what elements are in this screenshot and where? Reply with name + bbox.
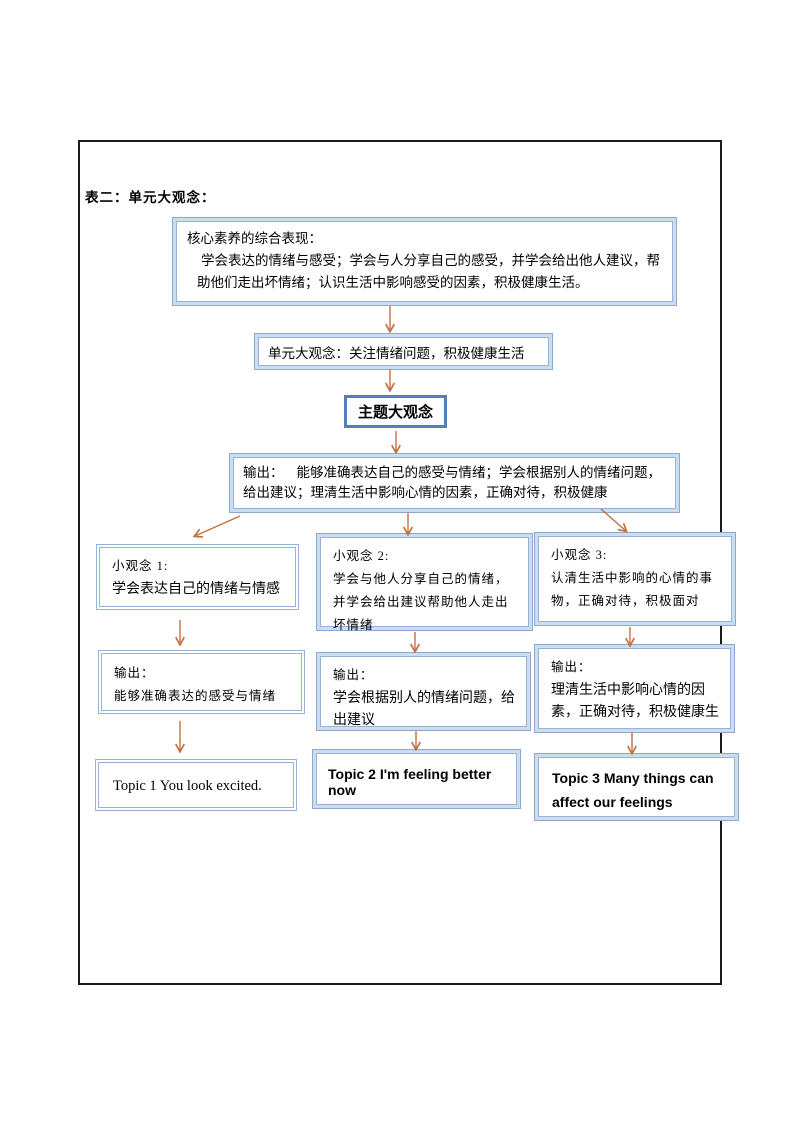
theme-big-idea-text: 主题大观念 (357, 404, 433, 421)
output-2-text: 学会根据别人的情绪问题，给出建议 (333, 689, 515, 727)
sub-idea-1-label: 小观念 1: (112, 559, 169, 573)
theme-big-idea-box: 主题大观念 (344, 395, 447, 428)
output-2-box: 输出： 学会根据别人的情绪问题，给出建议 (320, 656, 527, 727)
output-3-box: 输出： 理清生活中影响心情的因素，正确对待，积极健康生 (538, 648, 731, 729)
sub-idea-3-box: 小观念 3: 认清生活中影响的心情的事物，正确对待，积极面对 (538, 536, 732, 622)
core-competency-title: 核心素养的综合表现： (187, 231, 322, 246)
topic-1-text: Topic 1 You look excited. (113, 778, 262, 794)
sub-idea-1-box: 小观念 1: 学会表达自己的情绪与情感 (96, 544, 299, 610)
output-1-text: 能够准确表达的感受与情绪 (114, 689, 277, 703)
unit-big-idea-text: 单元大观念：关注情绪问题，积极健康生活 (268, 345, 525, 361)
topic-3-box: Topic 3 Many things can affect our feeli… (538, 757, 735, 817)
sub-idea-2-text: 学会与他人分享自己的情绪，并学会给出建议帮助他人走出坏情绪 (333, 572, 509, 633)
sub-idea-1-text: 学会表达自己的情绪与情感 (112, 580, 280, 596)
sub-idea-2-label: 小观念 2: (333, 549, 390, 563)
topic-2-text: Topic 2 I'm feeling better now (328, 766, 492, 798)
output-3-text: 理清生活中影响心情的因素，正确对待，积极健康生 (551, 681, 719, 719)
sub-idea-3-text: 认清生活中影响的心情的事物，正确对待，积极面对 (551, 571, 714, 609)
output-1-box: 输出： 能够准确表达的感受与情绪 (98, 650, 305, 714)
topic-1-box: Topic 1 You look excited. (95, 759, 297, 811)
unit-big-idea-box: 单元大观念：关注情绪问题，积极健康生活 (258, 337, 549, 366)
topic-2-box: Topic 2 I'm feeling better now (316, 753, 517, 805)
overall-output-label: 输出： (243, 465, 284, 480)
overall-output-text: 能够准确表达自己的感受与情绪；学会根据别人的情绪问题，给出建议；理清生活中影响心… (243, 465, 661, 501)
output-3-label: 输出： (551, 660, 592, 674)
output-1-label: 输出： (114, 666, 155, 680)
sub-idea-2-box: 小观念 2: 学会与他人分享自己的情绪，并学会给出建议帮助他人走出坏情绪 (320, 537, 529, 632)
table-caption: 表二：单元大观念： (85, 190, 216, 205)
topic-3-text: Topic 3 Many things can affect our feeli… (552, 770, 714, 810)
core-competency-box: 核心素养的综合表现： 学会表达的情绪与感受；学会与人分享自己的感受，并学会给出他… (176, 221, 673, 302)
output-2-label: 输出： (333, 668, 374, 682)
overall-output-box: 输出：能够准确表达自己的感受与情绪；学会根据别人的情绪问题，给出建议；理清生活中… (233, 457, 676, 509)
core-competency-body: 学会表达的情绪与感受；学会与人分享自己的感受，并学会给出他人建议，帮助他们走出坏… (197, 252, 660, 290)
sub-idea-3-label: 小观念 3: (551, 548, 608, 562)
